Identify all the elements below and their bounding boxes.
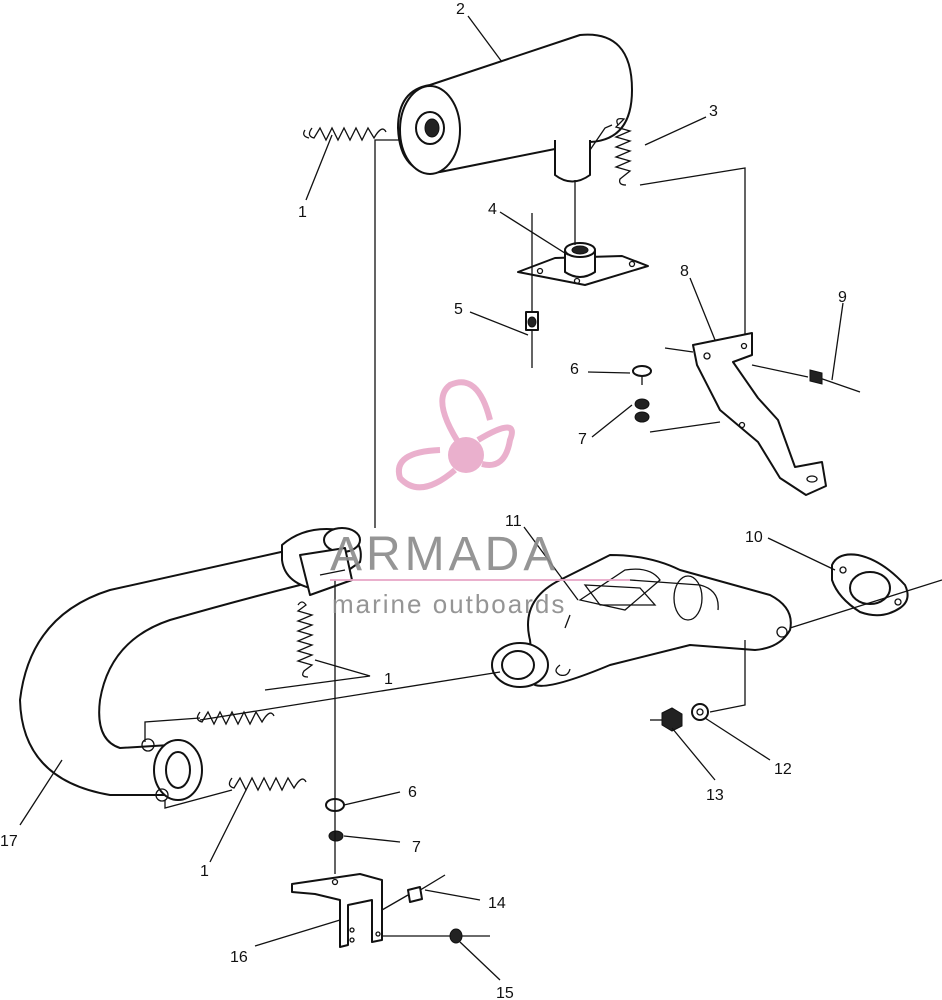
- callout-8: 8: [680, 263, 689, 280]
- spring-lower-vertical: [296, 601, 314, 678]
- callout-13: 13: [706, 787, 724, 804]
- callout-14: 14: [488, 895, 506, 912]
- callout-2: 2: [456, 1, 465, 18]
- callout-7-bottom: 7: [412, 839, 421, 856]
- bracket-16: [291, 873, 383, 948]
- callout-6-bottom: 6: [408, 784, 417, 801]
- bolt-9: [809, 369, 861, 393]
- callout-3: 3: [709, 103, 718, 120]
- callout-16: 16: [230, 949, 248, 966]
- spring-top-right: [614, 117, 632, 186]
- watermark: ARMADA marine outboards: [330, 379, 630, 619]
- exhaust-manifold-11: [491, 554, 792, 688]
- callouts: 2 3 1 4 5 8 9 6 7 10 11 1 17 1 6 7 13 12…: [0, 1, 847, 1000]
- callout-7-top: 7: [578, 431, 587, 448]
- callout-4: 4: [488, 201, 497, 218]
- callout-1-mid: 1: [384, 671, 393, 688]
- callout-1-bottom: 1: [200, 863, 209, 880]
- bolt-14: [407, 874, 446, 903]
- bracket-8: [692, 332, 827, 496]
- spring-top-left: [303, 126, 387, 142]
- stud-bolt-5: [525, 213, 539, 368]
- muffler: [397, 33, 633, 183]
- nut-13: [661, 707, 683, 732]
- propeller-logo-icon: [395, 379, 515, 491]
- washers-7-upper: [634, 398, 650, 423]
- callout-10: 10: [745, 529, 763, 546]
- callout-5: 5: [454, 301, 463, 318]
- grommet-6-upper: [632, 365, 652, 385]
- watermark-tagline: marine outboards: [332, 589, 566, 619]
- muffler-mount-plate: [517, 242, 649, 286]
- callout-6-top: 6: [570, 361, 579, 378]
- bolt-15: [408, 928, 490, 944]
- watermark-brand: ARMADA: [330, 528, 559, 581]
- gasket-10: [831, 553, 909, 617]
- washer-7-lower: [328, 830, 344, 842]
- callout-1-top: 1: [298, 204, 307, 221]
- callout-17: 17: [0, 833, 18, 850]
- leader-lines: [19, 15, 844, 981]
- washer-12: [691, 703, 709, 721]
- callout-9: 9: [838, 289, 847, 306]
- assembly-lines: [144, 139, 942, 937]
- callout-11: 11: [505, 513, 522, 530]
- callout-12: 12: [774, 761, 792, 778]
- spring-lower-bottom: [228, 776, 307, 792]
- callout-15: 15: [496, 985, 514, 1000]
